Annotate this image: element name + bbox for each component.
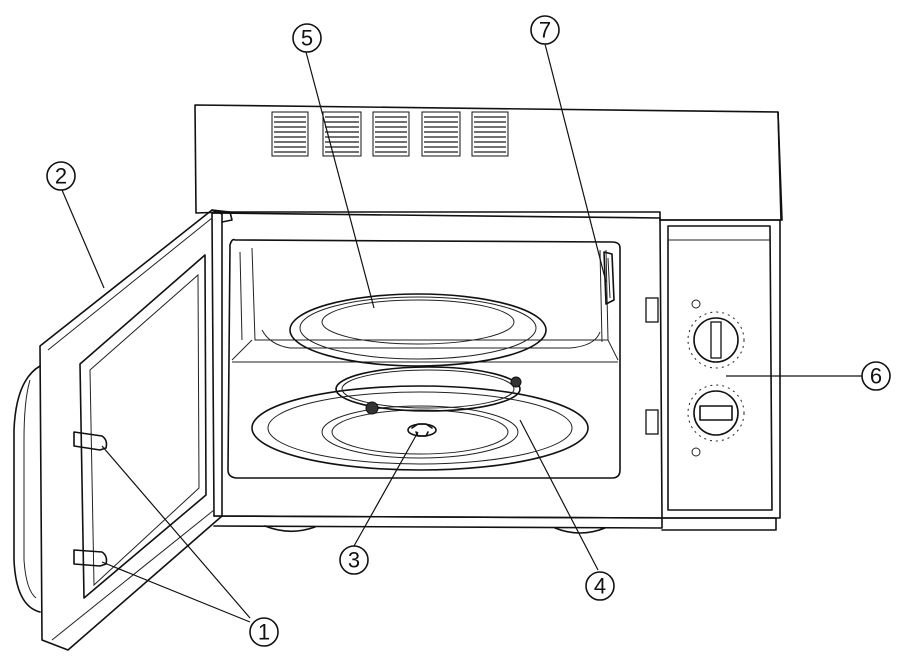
control-panel (659, 219, 781, 531)
callout-5-label: 5 (301, 26, 313, 51)
latch-slots (645, 297, 659, 435)
microwave-door (13, 209, 233, 651)
callout-6: 6 (861, 361, 891, 391)
callout-2: 2 (46, 161, 76, 191)
cavity-floor (251, 385, 589, 471)
wave-guide-cover (603, 251, 615, 305)
callout-6-label: 6 (870, 364, 882, 389)
oven-cavity (227, 238, 621, 479)
callout-1: 1 (249, 617, 279, 647)
roller-ring (335, 366, 522, 415)
callout-3: 3 (339, 545, 369, 575)
callout-3-label: 3 (348, 548, 360, 573)
microwave-body (194, 104, 783, 534)
callout-4-label: 4 (594, 574, 606, 599)
callout-5: 5 (292, 23, 322, 53)
vent-grille (271, 111, 509, 157)
glass-tray (289, 293, 547, 367)
callout-1-label: 1 (258, 620, 270, 645)
callout-7: 7 (530, 15, 560, 45)
leader-lines (61, 43, 862, 623)
callout-7-label: 7 (539, 18, 551, 43)
coupler (407, 423, 437, 437)
callout-4: 4 (585, 571, 615, 601)
callout-2-label: 2 (55, 164, 67, 189)
